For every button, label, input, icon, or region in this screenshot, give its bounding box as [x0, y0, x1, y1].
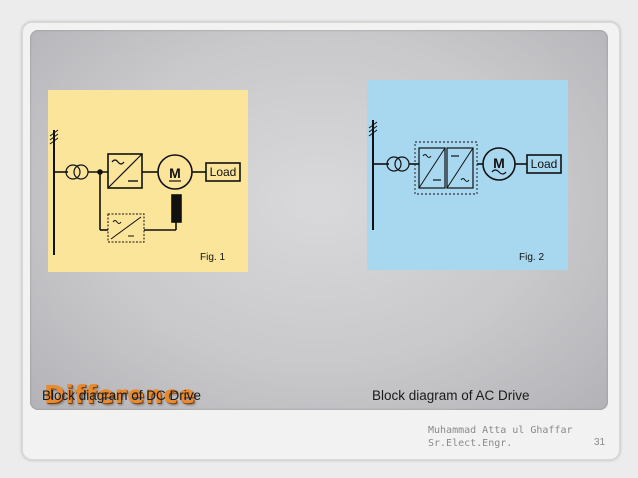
dc-motor-label: M [169, 165, 181, 181]
dc-drive-schematic: M Load Fig. 1 [49, 129, 241, 263]
author-name: Muhammad Atta ul Ghaffar [428, 425, 573, 436]
dc-load-label: Load [210, 165, 237, 179]
fig2-label: Fig. 2 [519, 252, 544, 263]
ac-drive-caption: Block diagram of AC Drive [372, 388, 530, 403]
ac-drive-diagram: M Load Fig. 2 [367, 80, 568, 270]
slide-title: Difference [44, 380, 196, 409]
page-number: 31 [594, 437, 606, 448]
footer-author: Muhammad Atta ul Ghaffar Sr.Elect.Engr. [428, 424, 573, 450]
author-role: Sr.Elect.Engr. [428, 438, 513, 449]
fig1-label: Fig. 1 [200, 252, 225, 263]
dc-drive-diagram: M Load Fig. 1 [48, 90, 248, 272]
ac-drive-schematic: M Load Fig. 2 [368, 120, 562, 263]
ac-motor-label: M [493, 155, 505, 171]
dc-drive-caption: Block diagram of DC Drive [42, 388, 202, 403]
ac-load-label: Load [531, 157, 558, 171]
